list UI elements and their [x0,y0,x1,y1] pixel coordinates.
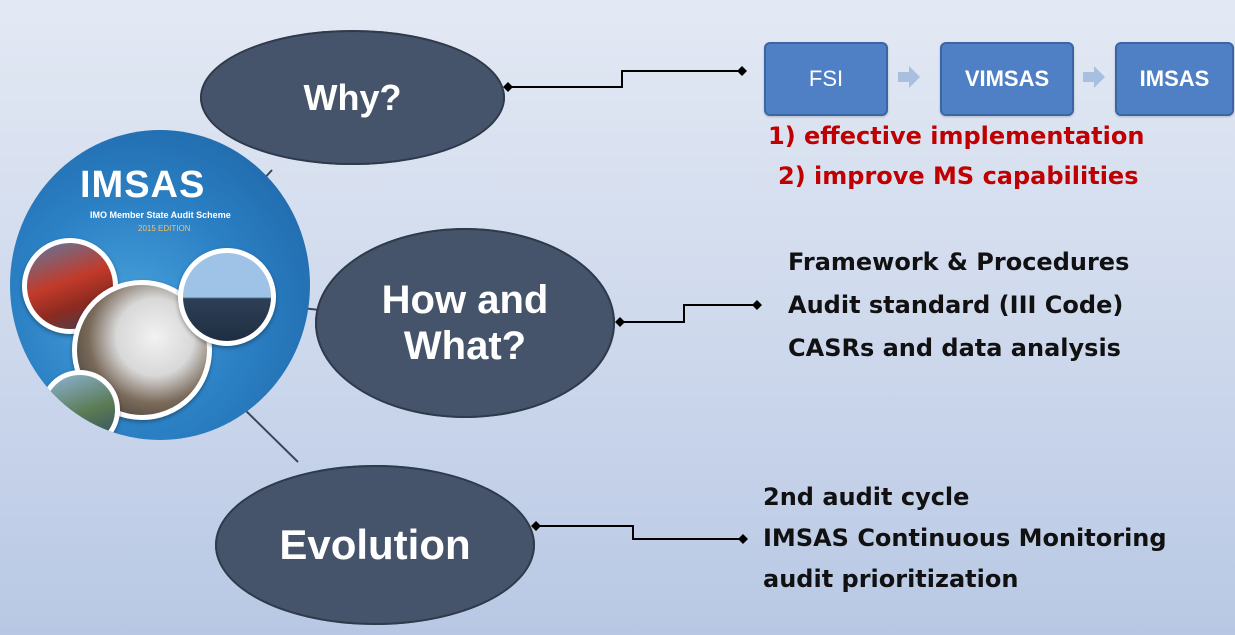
evolution-label: Evolution [279,520,471,568]
why-note-improve-capabilities: 2) improve MS capabilities [778,162,1139,190]
cover-edition: 2015 EDITION [138,224,191,233]
diamond-how-end [752,300,762,310]
step-imsas: IMSAS [1115,42,1234,116]
how-item: CASRs and data analysis [788,334,1121,362]
link-cover-evo [239,404,299,463]
step-fsi: FSI [764,42,888,116]
cover-subtitle: IMO Member State Audit Scheme [90,210,231,220]
link-evo-items [536,525,743,540]
step-vimsas: VIMSAS [940,42,1074,116]
evolution-oval: Evolution [215,465,535,625]
link-how-items [620,304,757,323]
why-label: Why? [303,76,402,118]
evolution-item: IMSAS Continuous Monitoring [763,524,1167,552]
diamond-how-start [615,317,625,327]
diamond-why-start [503,82,513,92]
cover-title: IMSAS [80,164,206,206]
coastline-photo [40,370,120,440]
diamond-why-end [737,66,747,76]
diamond-evo-start [531,521,541,531]
diamond-evo-end [738,534,748,544]
how-item: Audit standard (III Code) [788,291,1124,319]
chevron-right-icon [1083,66,1105,88]
how-item: Framework & Procedures [788,248,1130,276]
ship-photo [178,248,276,346]
how-what-label: How and What? [381,278,549,368]
link-why-steps [508,70,742,88]
chevron-right-icon [898,66,920,88]
evolution-item: audit prioritization [763,565,1019,593]
evolution-item: 2nd audit cycle [763,483,970,511]
imsas-cover-image: IMSAS IMO Member State Audit Scheme 2015… [10,130,310,440]
why-note-effective-implementation: 1) effective implementation [768,122,1145,150]
how-what-oval: How and What? [315,228,615,418]
why-oval: Why? [200,30,505,165]
